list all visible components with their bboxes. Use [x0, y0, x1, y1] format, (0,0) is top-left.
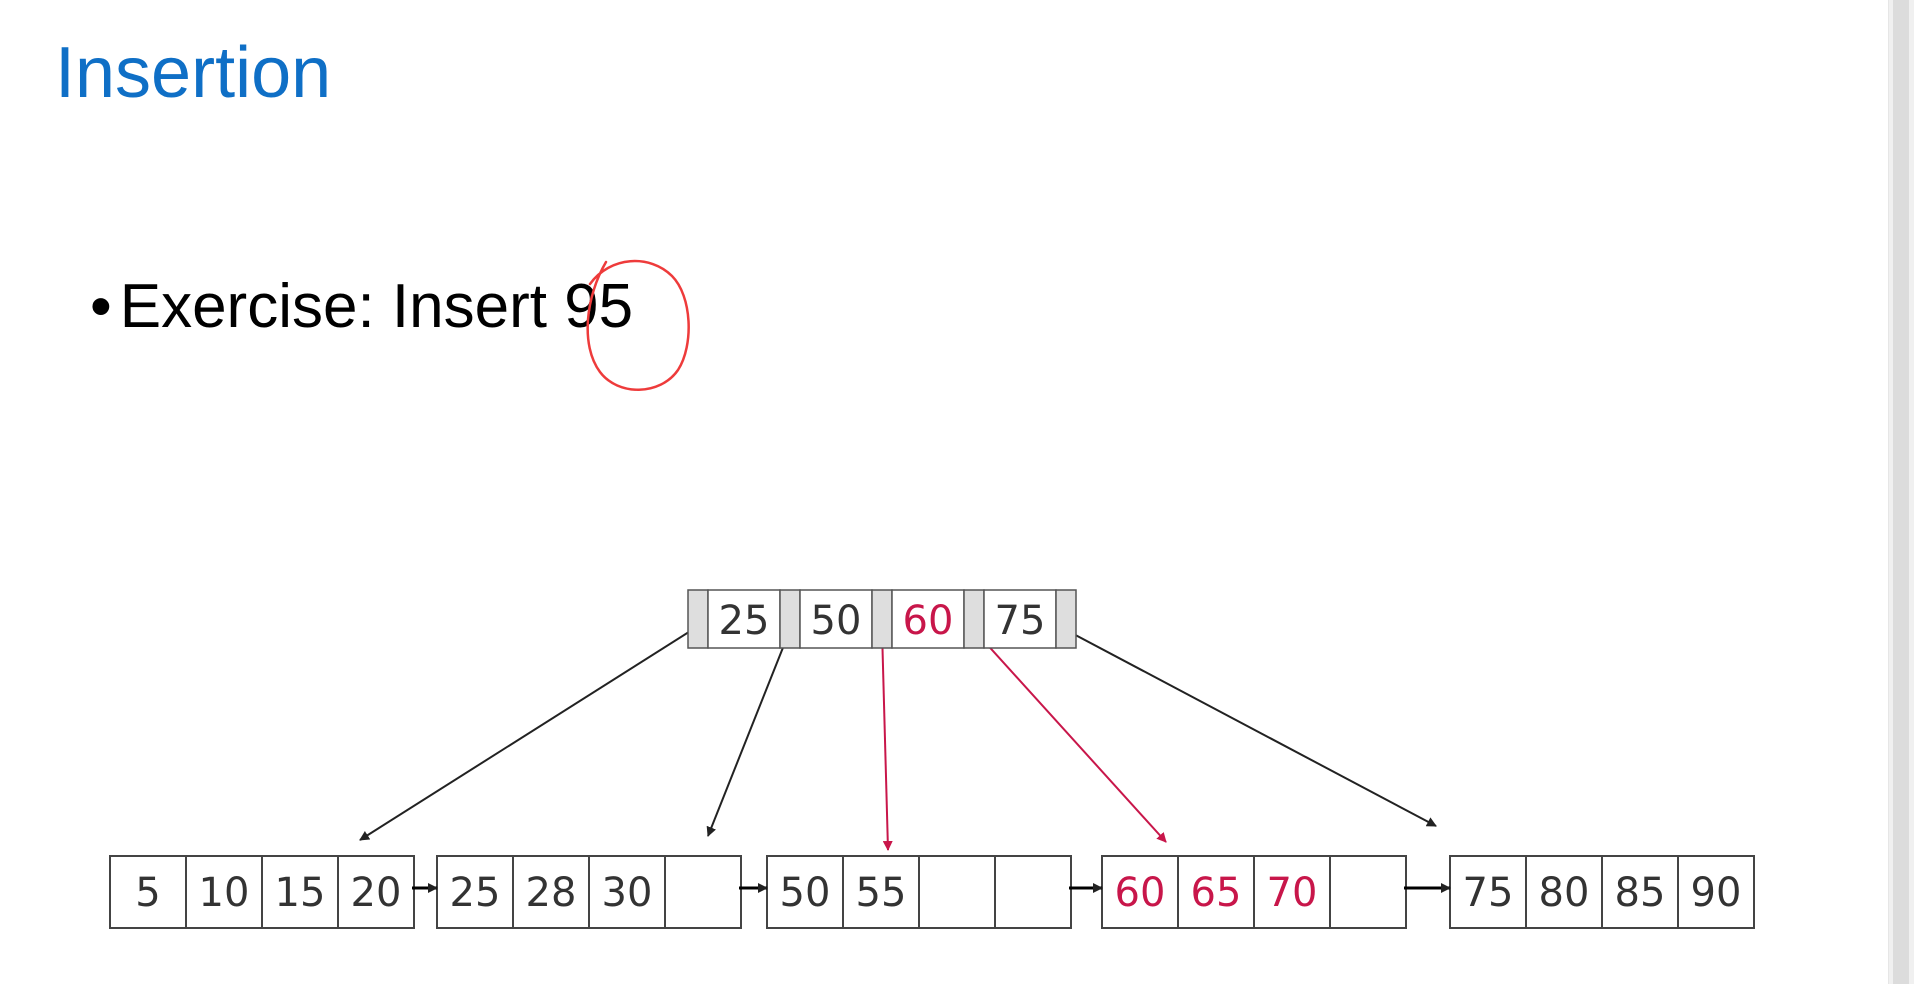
leaf-node: 60 65 70	[1101, 855, 1407, 929]
leaf-node: 50 55	[766, 855, 1072, 929]
leaf-key-cell	[766, 855, 844, 929]
leaf-key-label: 85	[1615, 870, 1666, 916]
root-key-label: 75	[995, 598, 1046, 644]
scrollbar-thumb[interactable]	[1893, 0, 1909, 984]
root-key-cell	[799, 589, 873, 649]
child-pointer-edge	[1065, 629, 1437, 827]
leaf-key-label: 50	[780, 870, 831, 916]
leaf-node: 25 28 30	[436, 855, 742, 929]
leaf-key-cell	[1525, 855, 1603, 929]
child-pointer-edge	[359, 629, 693, 841]
leaf-key-cell	[1329, 855, 1407, 929]
leaf-key-label: 5	[135, 870, 160, 916]
leaf-key-cell	[1601, 855, 1679, 929]
leaf-key-cell	[1101, 855, 1179, 929]
child-pointer-edge	[881, 629, 893, 851]
leaf-key-cell	[1449, 855, 1527, 929]
annotation-circle-stroke	[586, 259, 690, 391]
root-key-cell	[983, 589, 1057, 649]
leaf-key-cell	[918, 855, 996, 929]
leaf-key-label: 15	[275, 870, 326, 916]
leaf-key-label: 75	[1463, 870, 1514, 916]
leaf-node: 5 10 15 20	[109, 855, 415, 929]
leaf-key-cell	[1253, 855, 1331, 929]
leaf-key-cell	[185, 855, 263, 929]
leaf-key-cell	[1677, 855, 1755, 929]
leaf-key-cell	[994, 855, 1072, 929]
leaf-key-label: 10	[199, 870, 250, 916]
child-pointer-edge	[706, 629, 791, 837]
leaf-key-label: 28	[526, 870, 577, 916]
root-node: 25 50 60 75	[687, 589, 1077, 649]
leaf-key-label: 80	[1539, 870, 1590, 916]
leaf-key-label: 30	[602, 870, 653, 916]
leaf-node: 75 80 85 90	[1449, 855, 1755, 929]
root-key-cell	[891, 589, 965, 649]
root-key-label: 60	[903, 598, 954, 644]
bullet-symbol: •	[90, 272, 112, 341]
leaf-nodes: 5 10 15 20 25 28 30 50 55 60 65 70 75 80 85 90	[109, 855, 1755, 929]
leaf-key-cell	[109, 855, 187, 929]
leaf-key-label: 25	[450, 870, 501, 916]
bullet-item: •Exercise: Insert 95	[90, 270, 633, 344]
child-edges	[359, 629, 1437, 851]
root-key-label: 25	[719, 598, 770, 644]
leaf-key-label: 55	[856, 870, 907, 916]
leaf-key-cell	[337, 855, 415, 929]
child-pointer-edge	[973, 629, 1167, 843]
leaf-key-cell	[1177, 855, 1255, 929]
root-pointer-cell	[963, 589, 985, 649]
root-pointer-cell	[1055, 589, 1077, 649]
leaf-key-label: 20	[351, 870, 402, 916]
leaf-key-label: 60	[1115, 870, 1166, 916]
leaf-key-cell	[588, 855, 666, 929]
slide-title: Insertion	[55, 33, 332, 113]
leaf-key-cell	[664, 855, 742, 929]
annotation-circle	[586, 259, 690, 391]
leaf-key-label: 70	[1267, 870, 1318, 916]
bullet-text: Exercise: Insert 95	[119, 272, 634, 341]
leaf-key-cell	[512, 855, 590, 929]
root-key-label: 50	[811, 598, 862, 644]
leaf-key-cell	[261, 855, 339, 929]
root-pointer-cell	[687, 589, 709, 649]
root-pointer-cell	[779, 589, 801, 649]
leaf-key-label: 90	[1691, 870, 1742, 916]
leaf-key-label: 65	[1191, 870, 1242, 916]
root-pointer-cell	[871, 589, 893, 649]
